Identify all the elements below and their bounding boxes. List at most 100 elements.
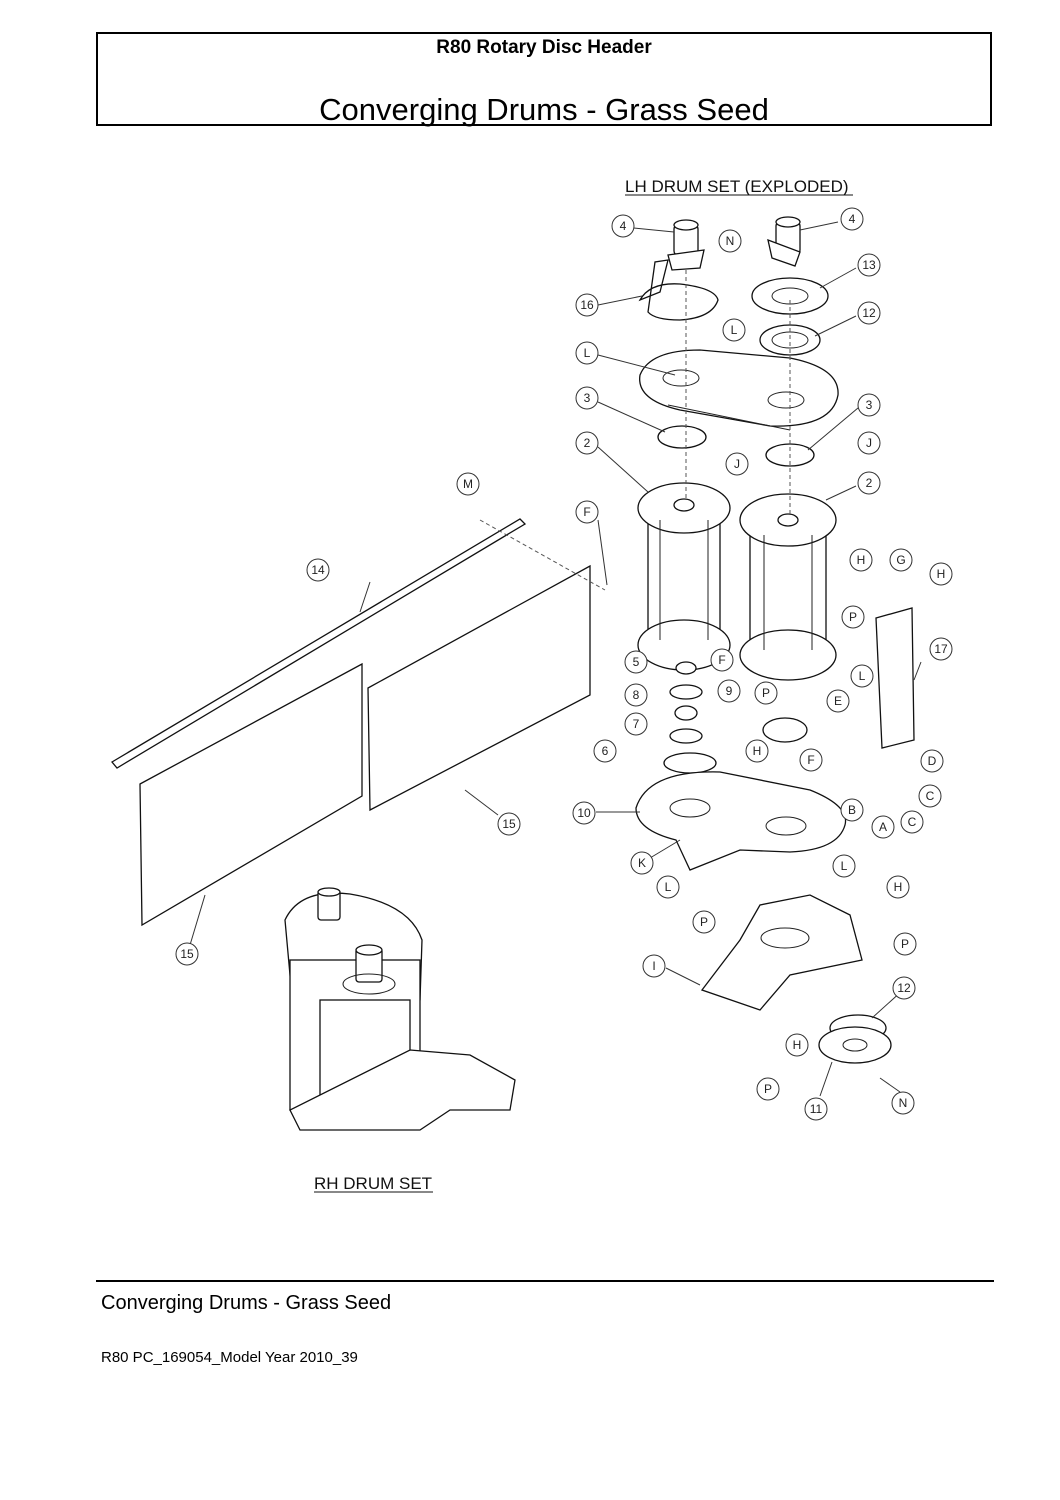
callout-H: H [849,548,873,572]
callout-4: 4 [840,207,864,231]
gear-mount-bracket [638,259,719,321]
callout-L: L [850,664,874,688]
callout-P: P [841,605,865,629]
seal-9 [669,728,703,744]
callout-G: G [889,548,913,572]
callout-P: P [756,1077,780,1101]
svg-text:4: 4 [849,212,856,226]
svg-text:H: H [894,880,903,894]
svg-text:2: 2 [866,476,873,490]
svg-text:3: 3 [584,391,591,405]
svg-text:H: H [857,553,866,567]
svg-text:K: K [638,856,646,870]
callout-15: 15 [175,942,199,966]
callout-I: I [642,954,666,978]
svg-text:N: N [899,1096,908,1110]
callout-E: E [826,689,850,713]
callout-M: M [456,472,480,496]
svg-text:10: 10 [577,806,591,820]
callout-A: A [871,815,895,839]
bearing-5 [675,661,697,675]
svg-text:G: G [896,553,905,567]
callout-11: 11 [804,1097,828,1121]
plate-6 [663,752,717,774]
svg-text:12: 12 [862,306,876,320]
svg-text:15: 15 [180,947,194,961]
callout-P: P [893,932,917,956]
callout-L: L [656,875,680,899]
callout-8: 8 [624,683,648,707]
svg-text:5: 5 [633,655,640,669]
svg-text:C: C [926,789,935,803]
spindle-hub [762,717,808,743]
svg-text:B: B [848,803,856,817]
side-plate [875,607,915,749]
callout-K: K [630,851,654,875]
svg-text:8: 8 [633,688,640,702]
footer-section-title: Converging Drums - Grass Seed [101,1292,392,1314]
callout-P: P [692,910,716,934]
gearbox-right [767,216,801,267]
callout-12: 12 [857,301,881,325]
svg-text:F: F [718,653,725,667]
callout-F: F [799,748,823,772]
svg-text:J: J [734,457,740,471]
curtain-rear [367,564,591,812]
svg-text:L: L [731,323,738,337]
svg-text:C: C [908,815,917,829]
svg-text:9: 9 [726,684,733,698]
drum-right [739,493,837,681]
svg-text:4: 4 [620,219,627,233]
svg-text:P: P [849,610,857,624]
svg-text:J: J [866,436,872,450]
svg-text:H: H [937,567,946,581]
callout-H: H [886,875,910,899]
svg-text:2: 2 [584,436,591,450]
callout-B: B [840,798,864,822]
svg-text:E: E [834,694,842,708]
leader-lines [189,221,922,1097]
svg-text:6: 6 [602,744,609,758]
gearbox-left [667,219,705,271]
svg-text:14: 14 [311,563,325,577]
svg-text:P: P [762,686,770,700]
callout-H: H [785,1033,809,1057]
svg-text:13: 13 [862,258,876,272]
svg-text:D: D [928,754,937,768]
callout-10: 10 [572,801,596,825]
svg-text:L: L [665,880,672,894]
callout-J: J [857,431,881,455]
curtain-front [139,662,363,927]
lower-pan [635,771,847,871]
svg-text:16: 16 [580,298,594,312]
svg-text:I: I [652,959,655,973]
mounting-strip [111,518,527,769]
callout-2: 2 [857,471,881,495]
callout-17: 17 [929,637,953,661]
callout-2: 2 [575,431,599,455]
callout-N: N [891,1091,915,1115]
rh-drum-assembly [284,887,516,1131]
callout-16: 16 [575,293,599,317]
callout-3: 3 [575,386,599,410]
callout-L: L [722,318,746,342]
svg-text:H: H [753,744,762,758]
callout-F: F [575,500,599,524]
hub-plate-left [657,425,707,449]
svg-text:H: H [793,1038,802,1052]
svg-text:F: F [807,753,814,767]
svg-text:A: A [879,820,887,834]
lh-drum-set-caption: LH DRUM SET (EXPLODED) [625,177,849,196]
svg-text:N: N [726,234,735,248]
callout-7: 7 [624,712,648,736]
page-title: Converging Drums - Grass Seed [319,92,769,127]
callout-P: P [754,681,778,705]
parts-diagram: LH DRUM SET (EXPLODED) RH DRUM SET [111,177,953,1193]
alignment-line [479,519,606,591]
svg-text:L: L [859,669,866,683]
callout-6: 6 [593,739,617,763]
svg-text:17: 17 [934,642,948,656]
callout-4: 4 [611,214,635,238]
svg-text:P: P [901,937,909,951]
callout-D: D [920,749,944,773]
